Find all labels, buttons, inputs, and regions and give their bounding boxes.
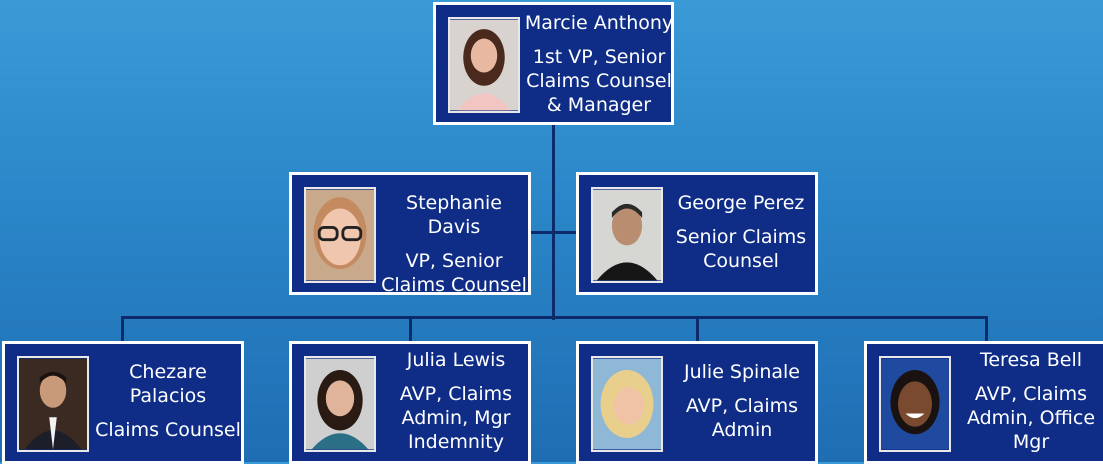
person-photo-icon xyxy=(591,187,663,283)
person-name: Julie Spinale xyxy=(684,361,800,383)
person-title: AVP, Claims Admin xyxy=(685,395,799,441)
person-name: Teresa Bell xyxy=(979,349,1082,371)
connector-drop-4 xyxy=(985,316,988,344)
person-photo-icon xyxy=(17,356,89,452)
person-photo-icon xyxy=(304,187,376,283)
person-name: Chezare Palacios xyxy=(129,361,207,407)
person-photo-icon xyxy=(591,356,663,452)
person-photo-icon xyxy=(448,17,520,113)
person-title: Claims Counsel xyxy=(95,419,241,441)
connector-bottom-horizontal xyxy=(121,316,988,319)
connector-drop-1 xyxy=(121,316,124,344)
person-photo-icon xyxy=(304,356,376,452)
org-card-julie-spinale: Julie Spinale AVP, Claims Admin xyxy=(576,341,818,464)
org-card-stephanie-davis: Stephanie Davis VP, Senior Claims Counse… xyxy=(289,172,531,296)
person-name: George Perez xyxy=(677,192,805,214)
person-name: Stephanie Davis xyxy=(406,192,502,238)
connector-top-vertical xyxy=(552,124,555,320)
org-card-george-perez: George Perez Senior Claims Counsel xyxy=(576,172,818,295)
person-title: 1st VP, Senior Claims Counsel & Manager xyxy=(526,46,672,116)
connector-mid-horizontal xyxy=(530,231,580,234)
person-name: Julia Lewis xyxy=(406,349,506,371)
person-title: VP, Senior Claims Counsel xyxy=(381,250,527,296)
person-photo-icon xyxy=(879,356,951,452)
connector-drop-2 xyxy=(409,316,412,344)
org-card-teresa-bell: Teresa Bell AVP, Claims Admin, Office Mg… xyxy=(864,341,1103,464)
org-card-marcie-anthony: Marcie Anthony 1st VP, Senior Claims Cou… xyxy=(433,2,674,125)
person-title: AVP, Claims Admin, Mgr Indemnity xyxy=(399,383,513,453)
connector-drop-3 xyxy=(696,316,699,344)
org-card-chezare-palacios: Chezare Palacios Claims Counsel xyxy=(2,341,244,464)
person-name: Marcie Anthony xyxy=(524,12,674,34)
person-title: Senior Claims Counsel xyxy=(675,226,807,272)
person-title: AVP, Claims Admin, Office Mgr xyxy=(966,383,1096,453)
org-card-julia-lewis: Julia Lewis AVP, Claims Admin, Mgr Indem… xyxy=(289,341,531,464)
